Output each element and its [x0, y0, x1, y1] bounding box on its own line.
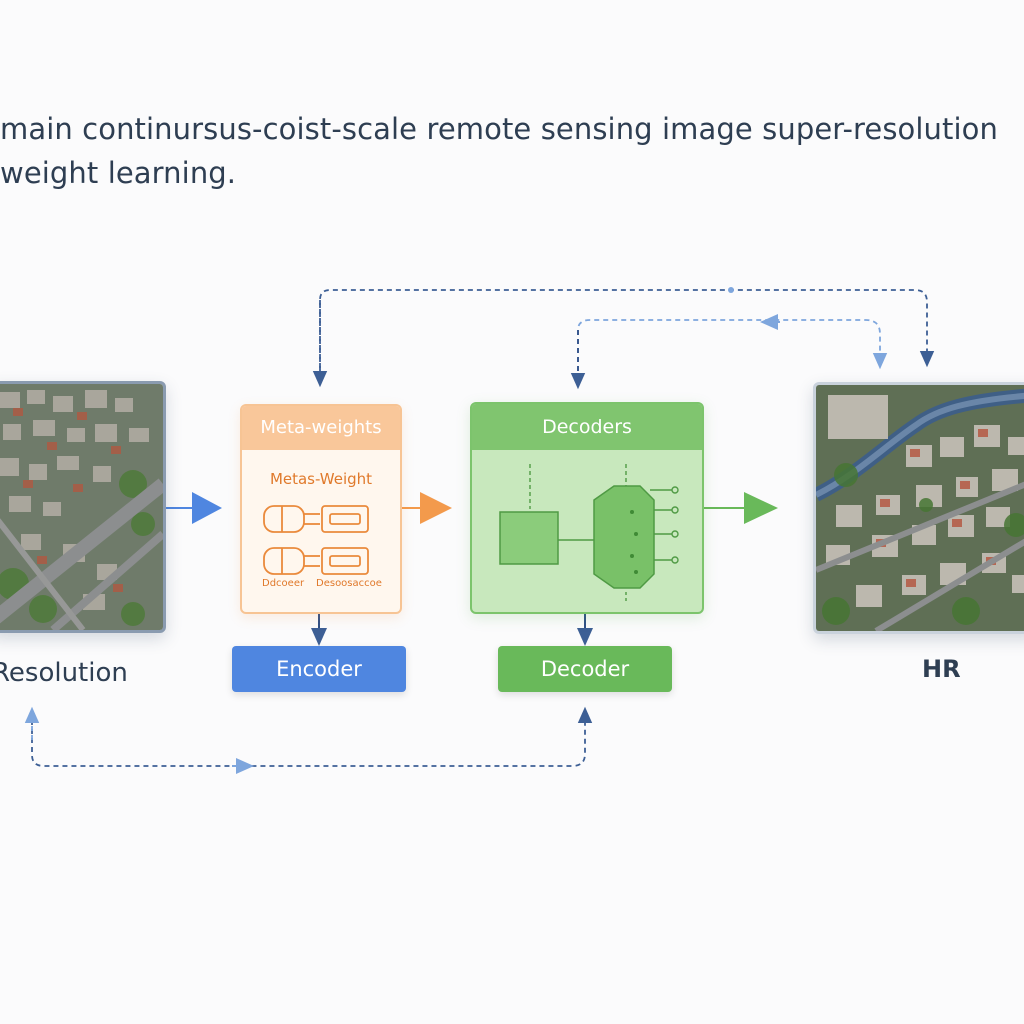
high-resolution-image [813, 382, 1024, 634]
aerial-city-image-hr [816, 385, 1024, 631]
aerial-city-image-lr [0, 384, 163, 630]
decoder-block: Decoder [498, 646, 672, 692]
high-resolution-label: HR [922, 655, 961, 683]
meta-small-label-left: Ddcoeer [262, 578, 305, 589]
meta-weight-subtitle: Metas-Weight [269, 470, 373, 488]
low-resolution-label: Resolution [0, 658, 128, 688]
flow-dot [728, 287, 734, 293]
meta-weight-glyphs [263, 505, 369, 575]
diagram-title-line-1: main continursus-coist-scale remote sens… [0, 112, 998, 146]
dashed-feedback-outer [319, 289, 935, 380]
meta-small-label-right: Desoosaccoe [316, 578, 382, 589]
decoders-header: Decoders [472, 404, 702, 450]
decoders-schematic [499, 464, 679, 604]
dashed-bottom-loop [31, 706, 593, 767]
low-resolution-image [0, 381, 166, 633]
flow-arrowhead-orange [420, 492, 452, 524]
flow-arrowhead-green [744, 492, 778, 524]
meta-weights-header: Meta-weights [242, 406, 400, 450]
encoder-block: Encoder [232, 646, 406, 692]
flow-arrowhead-blue [192, 492, 222, 524]
dashed-feedback-inner [577, 319, 888, 380]
meta-weights-panel: Meta-weights Metas-Weight Ddcoeer Desoos… [240, 404, 402, 614]
decoders-panel: Decoders [470, 402, 704, 614]
diagram-title-line-2: weight learning. [0, 156, 237, 190]
